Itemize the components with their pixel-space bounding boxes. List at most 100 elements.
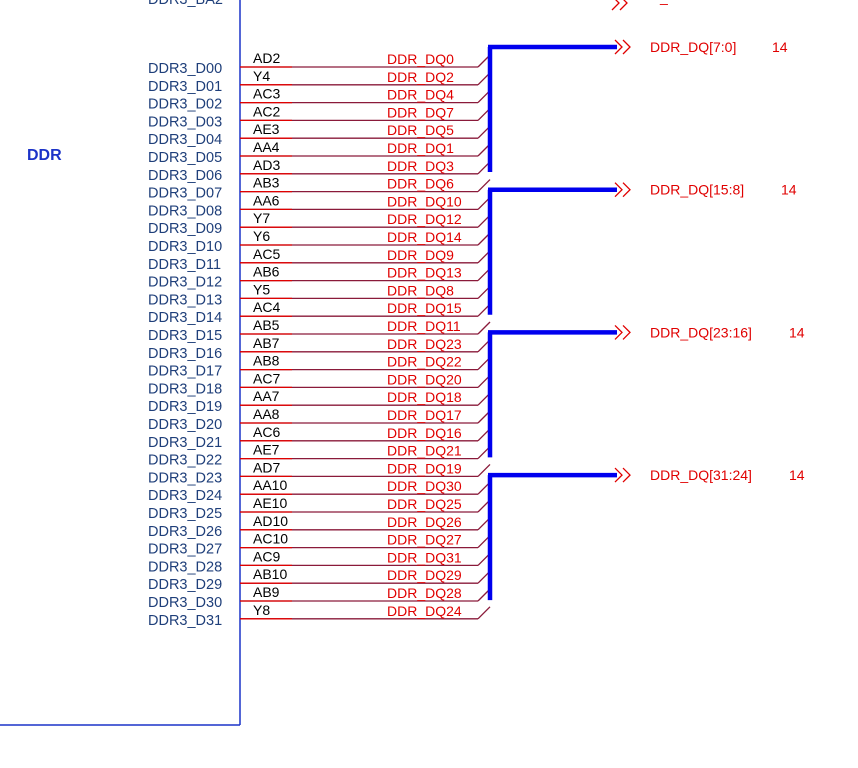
ball-label: AC5 [253, 246, 280, 262]
ball-label: AA4 [253, 139, 280, 155]
bus-sheet-ref: 14 [772, 39, 788, 55]
pin-name-label: DDR3_D15 [148, 328, 222, 344]
net-label: DDR_DQ11 [387, 318, 461, 334]
net-label: DDR_DQ21 [387, 443, 462, 459]
off-page-connector-icon [622, 182, 631, 198]
off-page-connector-icon [622, 324, 631, 340]
ball-label: AA6 [253, 192, 280, 208]
ball-label: AC9 [253, 548, 280, 564]
net-label: DDR_DQ3 [387, 158, 454, 174]
net-label: DDR_DQ8 [387, 282, 454, 298]
bus-sheet-ref: 14 [781, 182, 797, 198]
bus-group: DDR_DQ[7:0]14 [487, 39, 788, 172]
ball-label: AB10 [253, 566, 287, 582]
ball-label: AC3 [253, 86, 280, 102]
pin-name-label: DDR3_D22 [148, 453, 222, 469]
net-label: DDR_DQ19 [387, 460, 462, 476]
net-label: DDR_DQ13 [387, 265, 462, 281]
bus-entry [477, 179, 491, 193]
pin-name-label: DDR3_D30 [148, 595, 222, 611]
net-label: DDR_DQ23 [387, 336, 462, 352]
ball-label: AC6 [253, 424, 280, 440]
ball-label: AB7 [253, 335, 280, 351]
ball-label: Y4 [253, 68, 270, 84]
pin-name-label: DDR3_D25 [148, 506, 222, 522]
ball-label: AC4 [253, 299, 280, 315]
pin-row: DDR3_D13 Y5 DDR_DQ8 [148, 281, 491, 308]
net-label: DDR_DQ2 [387, 69, 454, 85]
net-label: DDR_DQ10 [387, 193, 462, 209]
net-label: DDR_DQ17 [387, 407, 462, 423]
buses: DDR_DQ[7:0]14DDR_DQ[15:8]14DDR_DQ[23:16]… [487, 39, 805, 601]
partial-top-pin-label: DDR3_BA2 [148, 0, 223, 8]
ball-label: AA8 [253, 406, 280, 422]
bus-port-label: DDR_DQ[23:16] [650, 324, 752, 340]
ball-label: AA7 [253, 388, 280, 404]
ball-label: AD2 [253, 50, 280, 66]
net-label: DDR_DQ20 [387, 371, 462, 387]
ball-label: AC10 [253, 531, 288, 547]
component-label: DDR [27, 147, 62, 164]
bus-sheet-ref: 14 [789, 467, 805, 483]
ball-label: Y7 [253, 210, 270, 226]
partial-top-port-label: _ [659, 0, 668, 5]
bus-group: DDR_DQ[15:8]14 [487, 182, 797, 315]
pin-name-label: DDR3_D04 [148, 132, 222, 148]
pin-name-label: DDR3_D02 [148, 97, 222, 113]
pin-name-label: DDR3_D10 [148, 239, 222, 255]
ball-label: AE3 [253, 121, 280, 137]
ball-label: AB3 [253, 175, 280, 191]
pin-name-label: DDR3_D17 [148, 364, 222, 380]
bus-sheet-ref: 14 [789, 324, 805, 340]
pin-name-label: DDR3_D12 [148, 275, 222, 291]
net-label: DDR_DQ6 [387, 176, 454, 192]
pin-name-label: DDR3_D31 [148, 613, 222, 629]
pin-name-label: DDR3_D05 [148, 150, 222, 166]
ball-label: AD10 [253, 513, 288, 529]
net-label: DDR_DQ18 [387, 389, 462, 405]
pin-name-label: DDR3_D13 [148, 292, 222, 308]
bus-entry [477, 321, 491, 335]
net-label: DDR_DQ24 [387, 603, 462, 619]
off-page-connector-icon [622, 467, 631, 483]
off-page-connector-icon [614, 324, 623, 340]
bus-group: DDR_DQ[31:24]14 [487, 467, 805, 601]
net-label: DDR_DQ26 [387, 514, 462, 530]
bus-entry [477, 463, 491, 477]
ball-label: AC7 [253, 370, 280, 386]
pin-name-label: DDR3_D14 [148, 310, 222, 326]
pin-name-label: DDR3_D07 [148, 186, 222, 202]
pin-name-label: DDR3_D21 [148, 435, 222, 451]
off-page-connector-icon [614, 182, 623, 198]
net-label: DDR_DQ31 [387, 549, 462, 565]
net-label: DDR_DQ12 [387, 211, 462, 227]
pin-name-label: DDR3_D03 [148, 114, 222, 130]
ball-label: AA10 [253, 477, 287, 493]
pin-name-label: DDR3_D08 [148, 203, 222, 219]
net-label: DDR_DQ28 [387, 585, 462, 601]
ball-label: Y5 [253, 281, 270, 297]
off-page-connector-icon [614, 39, 623, 55]
